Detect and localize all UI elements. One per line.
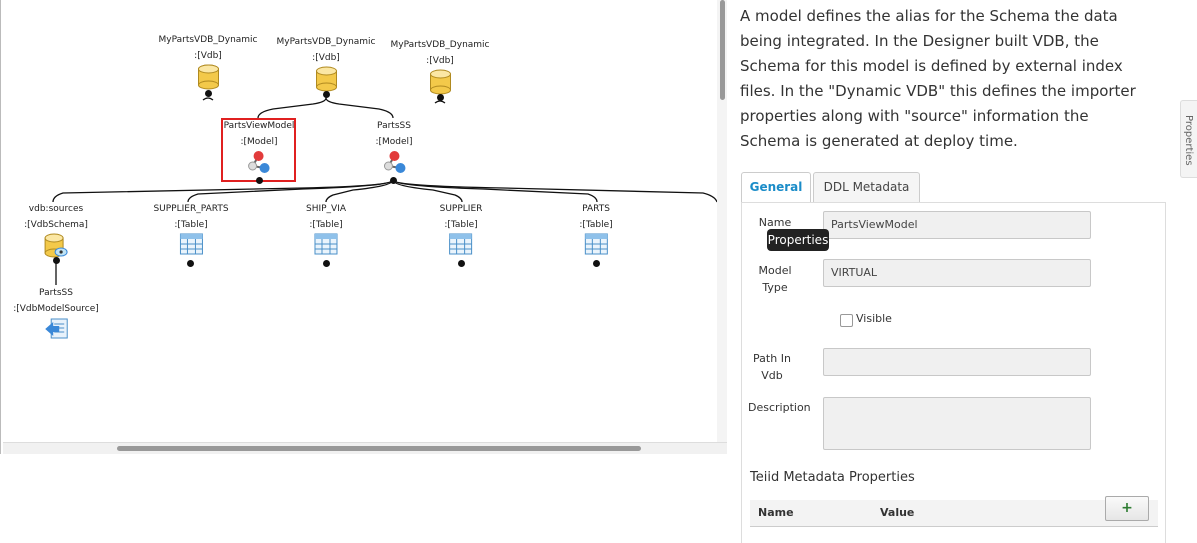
table-node[interactable]: PARTS :[Table]: [579, 201, 613, 263]
connector-dot: [205, 90, 212, 97]
child-node-name: PARTS: [582, 204, 610, 214]
model-node-type: :[Model]: [375, 137, 413, 147]
connector-dot: [53, 257, 60, 264]
connector-dot: [256, 177, 263, 184]
properties-side-tab[interactable]: Properties: [1180, 100, 1197, 178]
table-icon: [584, 233, 608, 255]
teiid-metadata-title: Teiid Metadata Properties: [750, 470, 915, 485]
child-node-type: :[Table]: [579, 220, 613, 230]
database-icon: [197, 64, 219, 90]
add-property-button[interactable]: +: [1105, 496, 1149, 521]
child-node-name: vdb:sources: [28, 204, 84, 214]
vdb-node-name: MyPartsVDB_Dynamic: [390, 40, 490, 50]
connector-dot: [458, 260, 465, 267]
connector-dot: [437, 94, 444, 101]
teiid-properties-table-header: Name Value: [750, 500, 1158, 527]
connector-dot: [593, 260, 600, 267]
name-field[interactable]: PartsViewModel: [823, 211, 1091, 239]
properties-pane: A model defines the alias for the Schema…: [728, 0, 1178, 543]
vdb-node[interactable]: MyPartsVDB_Dynamic :[Vdb]: [159, 32, 258, 96]
table-icon: [179, 233, 203, 255]
vertical-scrollbar[interactable]: [717, 0, 727, 442]
child-node-type: :[VdbSchema]: [24, 220, 88, 230]
table-node[interactable]: SUPPLIER :[Table]: [439, 201, 483, 263]
model-type-label: Model Type: [752, 262, 798, 296]
model-node-partsss[interactable]: PartsSS :[Model]: [375, 118, 413, 180]
connector-dot: [323, 91, 330, 98]
vdb-node[interactable]: MyPartsVDB_Dynamic :[Vdb]: [277, 34, 376, 98]
diagram-viewport[interactable]: MyPartsVDB_Dynamic :[Vdb] MyPartsVDB_Dyn…: [3, 0, 718, 443]
description-label: Description: [748, 401, 811, 414]
vdb-node-type: :[Vdb]: [426, 56, 454, 66]
model-molecule-icon: [383, 151, 405, 173]
model-node-name: PartsViewModel: [223, 121, 295, 131]
description-field[interactable]: [823, 397, 1091, 450]
path-in-vdb-field[interactable]: [823, 348, 1091, 376]
vdb-node[interactable]: MyPartsVDB_Dynamic :[Vdb]: [391, 37, 490, 101]
child-node-name: SHIP_VIA: [305, 204, 347, 214]
tab-general[interactable]: General: [741, 172, 811, 203]
visible-checkbox[interactable]: [840, 314, 853, 327]
model-source-icon: [44, 318, 68, 339]
vdb-node-name: MyPartsVDB_Dynamic: [276, 37, 376, 47]
vdb-node-name: MyPartsVDB_Dynamic: [158, 35, 258, 45]
horizontal-scrollbar-thumb[interactable]: [117, 446, 641, 451]
connector-dot: [187, 260, 194, 267]
child-node-name: SUPPLIER_PARTS: [153, 204, 229, 214]
source-node-type: :[VdbModelSource]: [13, 304, 99, 314]
path-label-line2: Vdb: [761, 369, 783, 382]
vertical-scrollbar-thumb[interactable]: [720, 0, 725, 100]
connector-dot: [323, 260, 330, 267]
general-panel: [741, 202, 1166, 543]
visible-label: Visible: [856, 312, 892, 325]
table-icon: [449, 233, 473, 255]
model-node-name: PartsSS: [377, 121, 411, 131]
model-source-node[interactable]: PartsSS :[VdbModelSource]: [13, 285, 99, 347]
database-icon: [429, 69, 451, 95]
model-node-type: :[Model]: [240, 137, 278, 147]
table-node[interactable]: SHIP_VIA :[Table]: [306, 201, 346, 263]
child-node-type: :[Table]: [444, 220, 478, 230]
model-type-label-line1: Model: [758, 264, 792, 277]
properties-tooltip: Properties: [767, 229, 829, 251]
model-node-partsviewmodel[interactable]: PartsViewModel :[Model]: [223, 118, 295, 180]
vdb-node-type: :[Vdb]: [194, 51, 222, 61]
database-icon: [315, 66, 337, 92]
child-node-type: :[Table]: [309, 220, 343, 230]
model-type-label-line2: Type: [762, 281, 788, 294]
schema-node[interactable]: vdb:sources :[VdbSchema]: [24, 201, 88, 265]
connector-dot: [390, 177, 397, 184]
name-label: Name: [758, 216, 792, 229]
child-node-type: :[Table]: [174, 220, 208, 230]
child-node-name: SUPPLIER: [439, 204, 483, 214]
tab-ddl-metadata[interactable]: DDL Metadata: [813, 172, 920, 202]
model-description-text: A model defines the alias for the Schema…: [740, 7, 1136, 150]
model-molecule-icon: [248, 151, 270, 173]
side-tab-label: Properties: [1183, 115, 1194, 166]
horizontal-scrollbar[interactable]: [3, 442, 727, 454]
vdb-node-type: :[Vdb]: [312, 53, 340, 63]
diagram-canvas[interactable]: MyPartsVDB_Dynamic :[Vdb] MyPartsVDB_Dyn…: [0, 0, 727, 454]
schema-database-icon: [44, 233, 68, 258]
table-node[interactable]: SUPPLIER_PARTS :[Table]: [153, 201, 229, 263]
column-name-header: Name: [758, 506, 794, 519]
source-node-name: PartsSS: [39, 288, 73, 298]
path-in-vdb-label: Path In Vdb: [748, 350, 796, 384]
path-label-line1: Path In: [753, 352, 791, 365]
table-icon: [314, 233, 338, 255]
model-type-field[interactable]: VIRTUAL: [823, 259, 1091, 287]
column-value-header: Value: [880, 506, 915, 519]
